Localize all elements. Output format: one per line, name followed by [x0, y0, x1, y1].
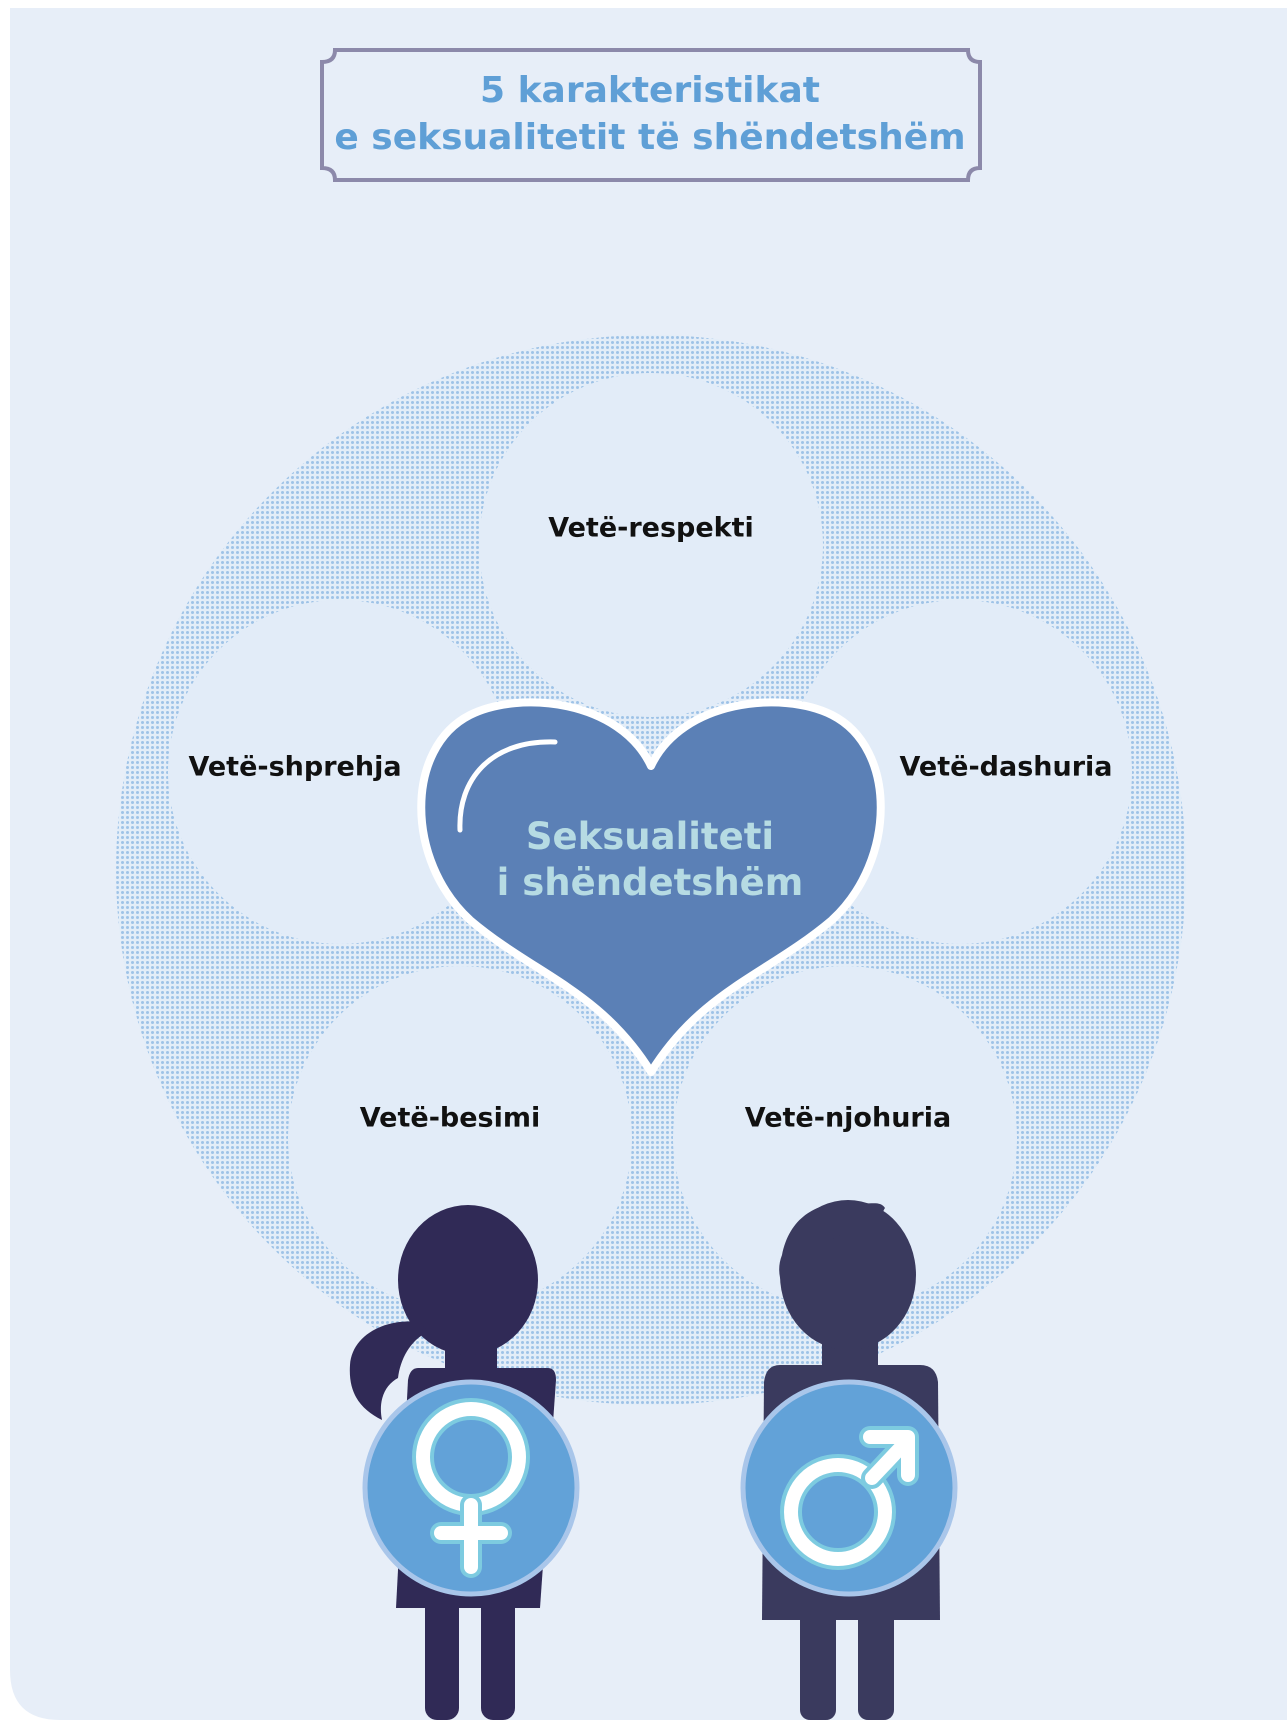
label-self-respect: Vetë-respekti — [548, 512, 754, 544]
bubble-bottom-left — [288, 966, 632, 1310]
male-symbol-icon — [780, 1426, 919, 1570]
heart-label: Seksualiteti i shëndetshëm — [497, 814, 804, 907]
page-title: 5 karakteristikat e seksualitetit të shë… — [320, 50, 980, 180]
heart-shape — [417, 698, 885, 1076]
female-symbol-icon — [412, 1398, 530, 1578]
bubble-bottom-right — [673, 966, 1017, 1310]
male-symbol-badge — [740, 1379, 958, 1597]
heart-highlight — [457, 739, 558, 833]
female-symbol-badge — [362, 1379, 580, 1597]
title-line-1: 5 karakteristikat — [480, 70, 820, 112]
heart-label-line-1: Seksualiteti — [525, 814, 775, 858]
label-self-confidence: Vetë-besimi — [359, 1102, 541, 1134]
label-self-knowledge: Vetë-njohuria — [744, 1102, 952, 1134]
label-self-love: Vetë-dashuria — [899, 751, 1113, 783]
bubble-top — [479, 373, 823, 717]
heart-label-line-2: i shëndetshëm — [496, 861, 804, 904]
label-self-expression: Vetë-shprehja — [188, 751, 402, 783]
title-line-2: e seksualitetit të shëndetshëm — [334, 117, 966, 158]
title-frame — [320, 48, 982, 182]
